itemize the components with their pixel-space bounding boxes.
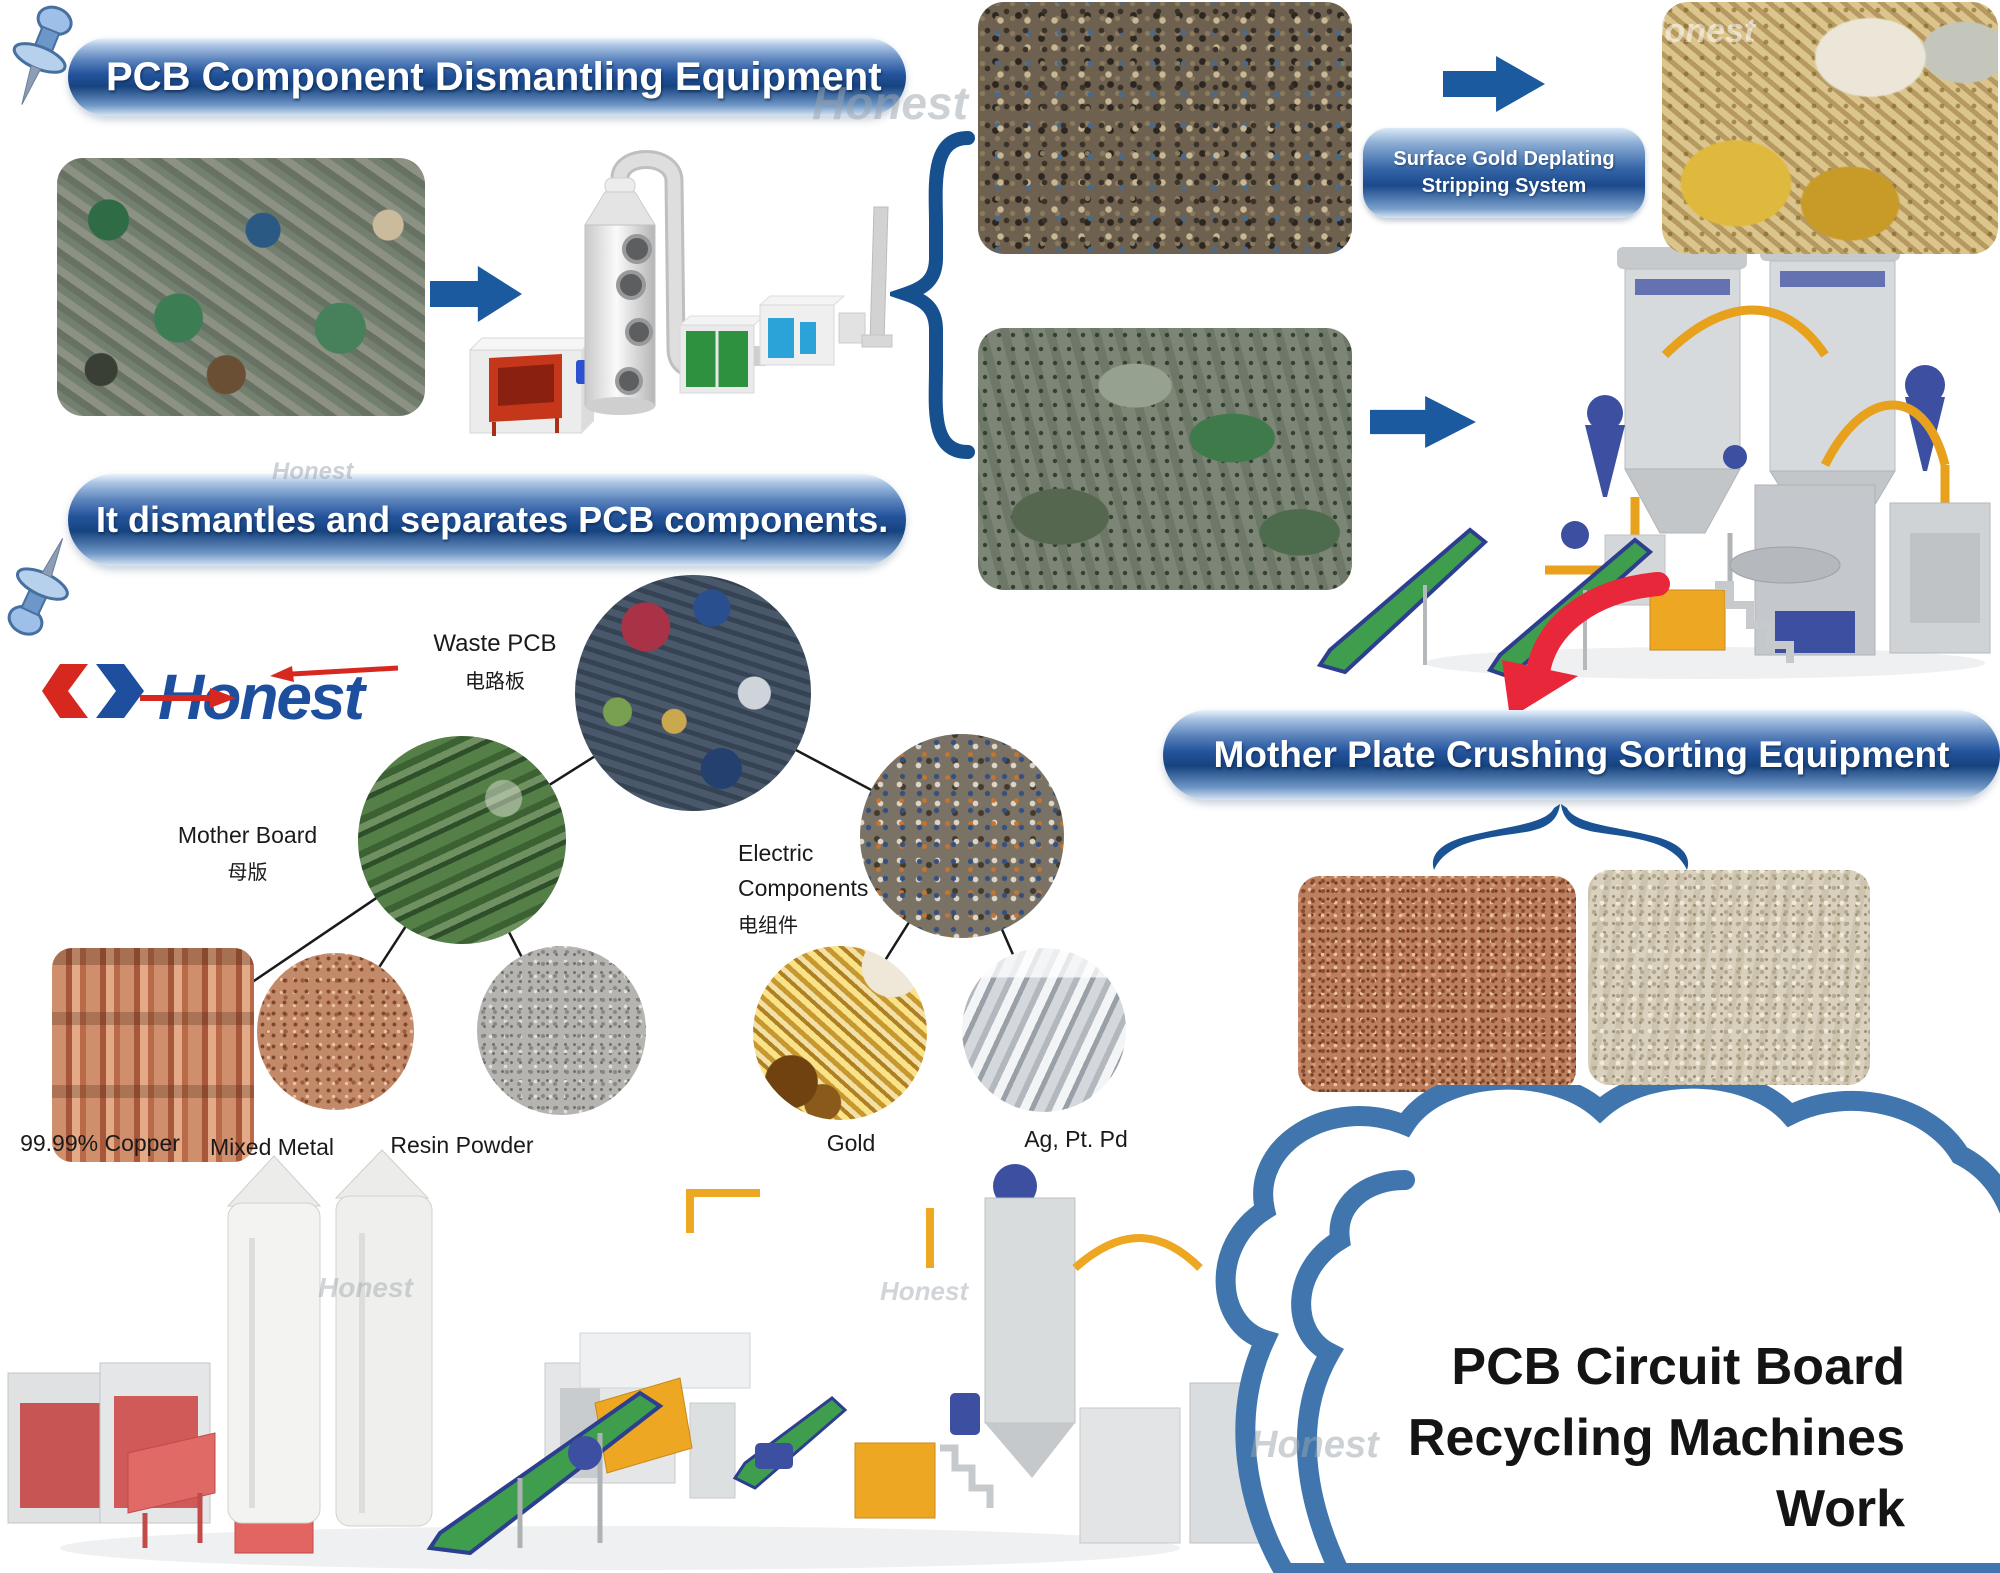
arrow-right-icon <box>1370 396 1476 448</box>
label-waste-pcb-en: Waste PCB <box>433 630 557 657</box>
node-gold-photo <box>753 946 927 1120</box>
label-waste-pcb-cn: 电路板 <box>465 671 525 693</box>
label-silver: Ag, Pt. Pd <box>1024 1126 1128 1152</box>
watermark: Honest <box>880 1276 969 1306</box>
label-electric-components: Electric Components 电组件 <box>738 840 878 938</box>
photo-resin-powder <box>1588 870 1870 1085</box>
cloud-title-line1: PCB Circuit Board <box>1451 1338 1905 1396</box>
cloud-title: PCB Circuit Board Recycling Machines Wor… <box>1330 1332 1905 1545</box>
curved-arrow-icon <box>1502 572 1670 718</box>
surface-gold-box: Surface Gold Deplating Stripping System <box>1363 128 1645 218</box>
node-mixed-metal-photo <box>257 953 414 1110</box>
node-electric-components-photo <box>860 734 1064 938</box>
curly-brace-icon <box>890 131 975 459</box>
photo-gold-ingots <box>1662 2 1998 254</box>
pushpin-icon <box>7 538 69 636</box>
watermark: Honest <box>1640 12 1756 50</box>
label-waste-pcb: Waste PCB 电路板 <box>400 630 590 694</box>
recycling-plant-illustration <box>7 1149 1310 1570</box>
watermark: Honest <box>272 458 354 485</box>
banner-mother-plate: Mother Plate Crushing Sorting Equipment <box>1163 710 2000 800</box>
label-mother-board: Mother Board 母版 <box>150 822 345 885</box>
label-mixed-metal: Mixed Metal <box>210 1134 334 1160</box>
node-copper-plates-photo <box>52 948 254 1162</box>
watermark: Honest <box>812 77 968 129</box>
label-mother-board-cn: 母版 <box>227 862 268 884</box>
label-mother-board-en: Mother Board <box>177 822 318 848</box>
label-electric-en2: Components <box>738 875 869 901</box>
label-copper: 99.99% Copper <box>20 1130 180 1156</box>
cloud-title-line2: Recycling Machines <box>1407 1409 1905 1467</box>
cloud-title-line3: Work <box>1775 1480 1905 1538</box>
photo-copper-powder <box>1298 876 1576 1092</box>
honest-logo-arrow-icon <box>140 665 399 708</box>
pushpin-icon <box>12 5 73 105</box>
watermark: Honest <box>318 1272 413 1303</box>
watermark: Honest <box>1250 1424 1379 1466</box>
arrow-right-icon <box>1443 56 1545 112</box>
photo-shredded-components <box>978 2 1352 254</box>
photo-bare-boards <box>978 328 1352 590</box>
banner-separates: It dismantles and separates PCB componen… <box>68 474 906 566</box>
label-resin-powder: Resin Powder <box>390 1132 534 1158</box>
label-electric-cn: 电组件 <box>738 915 798 937</box>
label-gold: Gold <box>826 1130 876 1156</box>
surface-gold-line1: Surface Gold Deplating <box>1393 148 1615 170</box>
banner-pcb-dismantling: PCB Component Dismantling Equipment <box>68 38 906 116</box>
dismantling-equipment-illustration <box>468 150 893 436</box>
arrow-right-icon <box>430 266 522 322</box>
node-silver-photo <box>962 948 1126 1112</box>
node-resin-powder-photo <box>477 946 646 1115</box>
cloud-outline <box>1215 1085 2000 1573</box>
node-mother-board-photo <box>358 736 566 944</box>
node-waste-pcb-photo <box>575 575 811 811</box>
label-electric-en1: Electric <box>738 840 814 866</box>
surface-gold-line2: Stripping System <box>1421 175 1587 197</box>
photo-waste-pcb-pile <box>57 158 425 416</box>
honest-logo-mark-icon <box>42 664 144 718</box>
curly-brace-horizontal-icon <box>1432 804 1689 870</box>
